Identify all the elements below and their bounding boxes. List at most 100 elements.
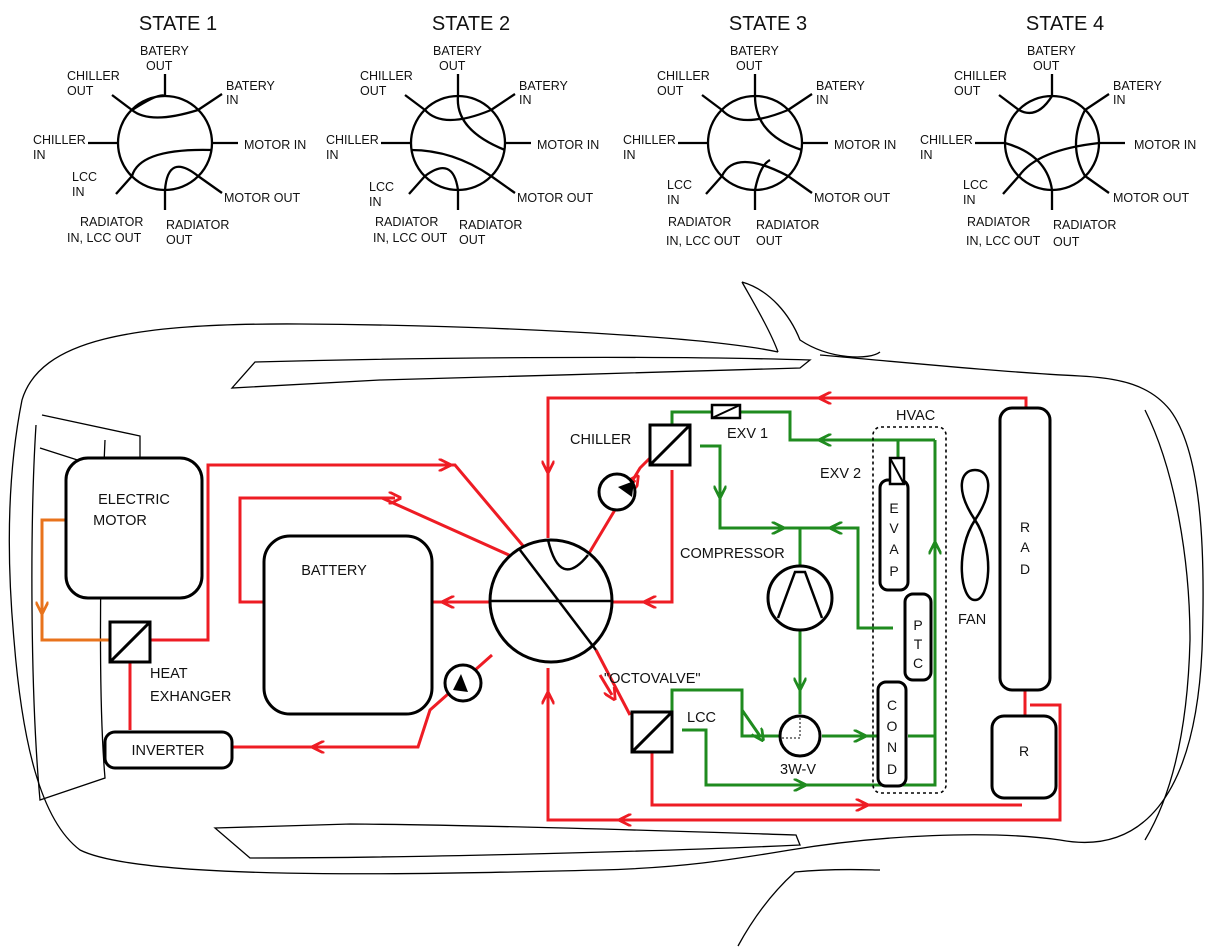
inverter-box <box>103 730 234 770</box>
label-electric-motor-1: ELECTRIC <box>98 492 170 508</box>
label-rad-d: D <box>1020 561 1030 577</box>
compressor-body <box>766 564 834 632</box>
label-batery-out-2: OUT <box>146 59 173 73</box>
port-radiator-in-spoke <box>1002 175 1020 195</box>
label-batery-out-1: BATERY <box>433 44 483 58</box>
state1-link-b <box>131 108 199 119</box>
label-chiller-in-2: IN <box>920 148 933 162</box>
label-batery-out-2: OUT <box>736 59 763 73</box>
label-batery-out-1: BATERY <box>1027 44 1077 58</box>
label-radiator-out-2: OUT <box>756 234 783 248</box>
port-batery-in-spoke <box>1084 93 1110 111</box>
three-way-valve-inner <box>782 718 801 739</box>
port-batery-in-spoke <box>787 93 813 111</box>
state1-link-d <box>163 165 199 191</box>
motor-oil-loop <box>42 518 110 642</box>
arrow-lcc-to-3wv <box>740 709 760 736</box>
car-rear-contour <box>1144 409 1191 841</box>
port-chiller-out-spoke <box>701 94 723 111</box>
car-window-top <box>230 356 812 389</box>
label-heat-exchanger-2: EXHANGER <box>150 689 231 705</box>
pipe-octovalve-to-chiller-pump <box>586 456 652 556</box>
label-evap-p: P <box>889 563 898 579</box>
label-electric-motor-2: MOTOR <box>93 513 147 529</box>
label-hvac: HVAC <box>896 408 935 424</box>
label-evap-v: V <box>889 520 899 536</box>
label-batery-in-2: IN <box>816 93 829 107</box>
pump-icons <box>453 481 634 692</box>
label-ptc-t: T <box>914 636 923 652</box>
label-chiller-in-1: CHILLER <box>920 133 973 147</box>
refrigerant-arrows <box>720 440 935 785</box>
port-chiller-out-spoke <box>404 94 426 111</box>
label-3wv: 3W-V <box>780 762 816 778</box>
label-batery-in-2: IN <box>226 93 239 107</box>
label-radiator-in-1: RADIATOR <box>668 215 731 229</box>
pipe-battery-top-to-octovalve <box>238 496 521 604</box>
chiller-diagonal <box>648 423 692 467</box>
label-motor-in: MOTOR IN <box>244 138 306 152</box>
port-motor-out-spoke <box>490 175 516 194</box>
label-chiller-out-1: CHILLER <box>954 69 1007 83</box>
state3-link-b <box>753 95 803 152</box>
exv2-valve-mark <box>889 457 905 485</box>
label-r: R <box>1019 743 1029 759</box>
port-chiller-out-spoke <box>111 94 133 111</box>
label-lcc: LCC <box>687 710 716 726</box>
car-mirror-bottom <box>737 868 881 947</box>
label-chiller-out-2: OUT <box>360 84 387 98</box>
label-chiller-out-2: OUT <box>67 84 94 98</box>
state-title: STATE 2 <box>432 13 510 35</box>
label-radiator-in-1: RADIATOR <box>967 215 1030 229</box>
label-motor-in: MOTOR IN <box>834 138 896 152</box>
label-lcc-in-1: LCC <box>72 170 97 184</box>
label-cond-d: D <box>887 761 897 777</box>
state-diagram-3: STATE 3 BATERY OUT BATERY IN CHILLER OUT… <box>623 13 896 248</box>
label-chiller-in-1: CHILLER <box>623 133 676 147</box>
label-inverter: INVERTER <box>131 743 204 759</box>
label-ptc-p: P <box>913 617 922 633</box>
state-title: STATE 1 <box>139 13 217 35</box>
label-chiller-in-1: CHILLER <box>326 133 379 147</box>
exv1-valve-mark <box>711 404 741 419</box>
r-box <box>990 714 1058 800</box>
label-evap-e: E <box>889 500 898 516</box>
rad-box <box>998 406 1052 692</box>
chiller-pump <box>597 472 637 512</box>
cond-box <box>876 680 908 788</box>
label-motor-out: MOTOR OUT <box>517 191 594 205</box>
label-compressor: COMPRESSOR <box>680 546 785 562</box>
label-chiller-in-1: CHILLER <box>33 133 86 147</box>
state4-link-d <box>1018 141 1100 177</box>
label-motor-out: MOTOR OUT <box>224 191 301 205</box>
state-title: STATE 3 <box>729 13 807 35</box>
car-window-bottom <box>213 823 801 859</box>
battery-box <box>262 534 434 716</box>
label-rad-r: R <box>1020 519 1030 535</box>
label-heat-exchanger-1: HEAT <box>150 666 188 682</box>
label-octovalve: "OCTOVALVE" <box>604 671 701 687</box>
state4-link-c <box>1074 109 1087 177</box>
label-rad-a: A <box>1020 539 1030 555</box>
pipe-lcc-out <box>682 440 937 787</box>
state2-link-b <box>456 95 506 152</box>
label-batery-in-2: IN <box>519 93 532 107</box>
label-radiator-out-1: RADIATOR <box>459 218 522 232</box>
label-evap-a: A <box>889 541 899 557</box>
label-chiller-out-2: OUT <box>954 84 981 98</box>
label-lcc-in-2: IN <box>667 193 680 207</box>
label-chiller: CHILLER <box>570 432 631 448</box>
state-diagram-1: STATE 1 BATERY OUT BATERY IN CHILLER OUT… <box>33 13 306 247</box>
state1-link-a <box>131 94 166 111</box>
label-batery-out-1: BATERY <box>140 44 190 58</box>
port-radiator-in-spoke <box>408 175 426 195</box>
label-batery-out-2: OUT <box>1033 59 1060 73</box>
state4-link-b <box>1018 95 1053 115</box>
state-diagram-4: STATE 4 BATERY OUT BATERY IN CHILLER OUT… <box>920 13 1196 249</box>
octovalve-curve <box>546 539 589 571</box>
label-chiller-out-1: CHILLER <box>360 69 413 83</box>
label-radiator-in-2: IN, LCC OUT <box>373 231 448 245</box>
state2-link-a <box>424 108 492 122</box>
label-motor-out: MOTOR OUT <box>1113 191 1190 205</box>
port-batery-in-spoke <box>197 93 223 111</box>
